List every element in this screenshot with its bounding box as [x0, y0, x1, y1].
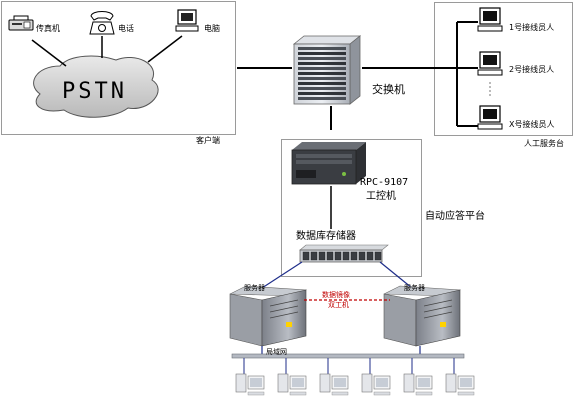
industrial-pc-icon — [291, 142, 366, 185]
platform-caption: 自动应答平台 — [425, 211, 485, 222]
left-server-icon — [229, 285, 308, 347]
rack-slot — [298, 52, 346, 55]
rack-slot — [298, 72, 346, 75]
left-server-label: 服务器 — [244, 284, 265, 292]
computer-label: 电脑 — [204, 24, 220, 33]
rack-slot — [298, 92, 346, 95]
right-server-icon — [383, 285, 462, 347]
workstation-icon — [319, 358, 349, 396]
agent-bracket — [456, 21, 491, 127]
mirror-link-label-line1: 数据镜像 — [322, 291, 350, 299]
rack-slot — [298, 62, 346, 65]
phone-icon — [89, 11, 115, 35]
lan-bus — [231, 353, 465, 359]
storage-unit-icon — [299, 244, 389, 263]
drive-bay — [334, 251, 342, 261]
agent-computer-icon-1 — [477, 7, 503, 32]
mirror-link-label-line2: 双工机 — [328, 301, 349, 309]
rack-slot — [298, 82, 346, 85]
ipc-label: 工控机 — [366, 191, 396, 202]
drive-bay — [374, 251, 382, 261]
drive-bay — [318, 251, 326, 261]
agent-label-1: 1号接线员人 — [509, 23, 555, 32]
customer-region-box — [1, 1, 236, 135]
pstn-cloud — [33, 55, 159, 118]
drive-bay — [366, 251, 374, 261]
customer-caption: 客户端 — [196, 136, 220, 145]
platform-region-box — [281, 139, 422, 277]
workstation-group — [235, 358, 475, 396]
pstn-label: PSTN — [62, 79, 127, 104]
computer-link-line — [147, 35, 183, 63]
rack-slot — [298, 77, 346, 80]
storage-to-left-server-line — [261, 261, 303, 289]
rack-slot — [298, 87, 346, 90]
lan-label: 局域网 — [266, 348, 287, 356]
drive-bay — [350, 251, 358, 261]
fax-label: 传真机 — [36, 24, 60, 33]
storage-to-right-server-line — [379, 261, 413, 289]
drive-bay — [326, 251, 334, 261]
computer-icon — [175, 9, 199, 32]
workstation-icon — [277, 358, 307, 396]
workstation-icon — [361, 358, 391, 396]
rack-slot — [298, 57, 346, 60]
workstation-icon — [445, 358, 475, 396]
switch-rack-icon — [292, 35, 362, 105]
agent-label-x: X号接线员人 — [509, 120, 555, 129]
rack-slot — [298, 97, 346, 100]
fax-link-line — [31, 39, 67, 67]
rack-slot — [298, 67, 346, 70]
agent-caption: 人工服务台 — [524, 139, 564, 148]
rack-slot — [298, 47, 346, 50]
drive-bay — [358, 251, 366, 261]
fax-icon — [8, 15, 34, 31]
agent-computer-icon-2 — [477, 51, 503, 76]
switch-label: 交换机 — [372, 83, 405, 96]
agent-label-2: 2号接线员人 — [509, 65, 555, 74]
workstation-icon — [403, 358, 433, 396]
drive-bay — [302, 251, 310, 261]
drive-bay — [310, 251, 318, 261]
phone-label: 电话 — [118, 24, 134, 33]
storage-label: 数据库存储器 — [296, 231, 356, 242]
agent-computer-icon-x — [477, 105, 503, 130]
right-server-label: 服务器 — [404, 284, 425, 292]
ipc-model-label: RPC-9107 — [360, 177, 409, 188]
drive-bay — [342, 251, 350, 261]
workstation-icon — [235, 358, 265, 396]
